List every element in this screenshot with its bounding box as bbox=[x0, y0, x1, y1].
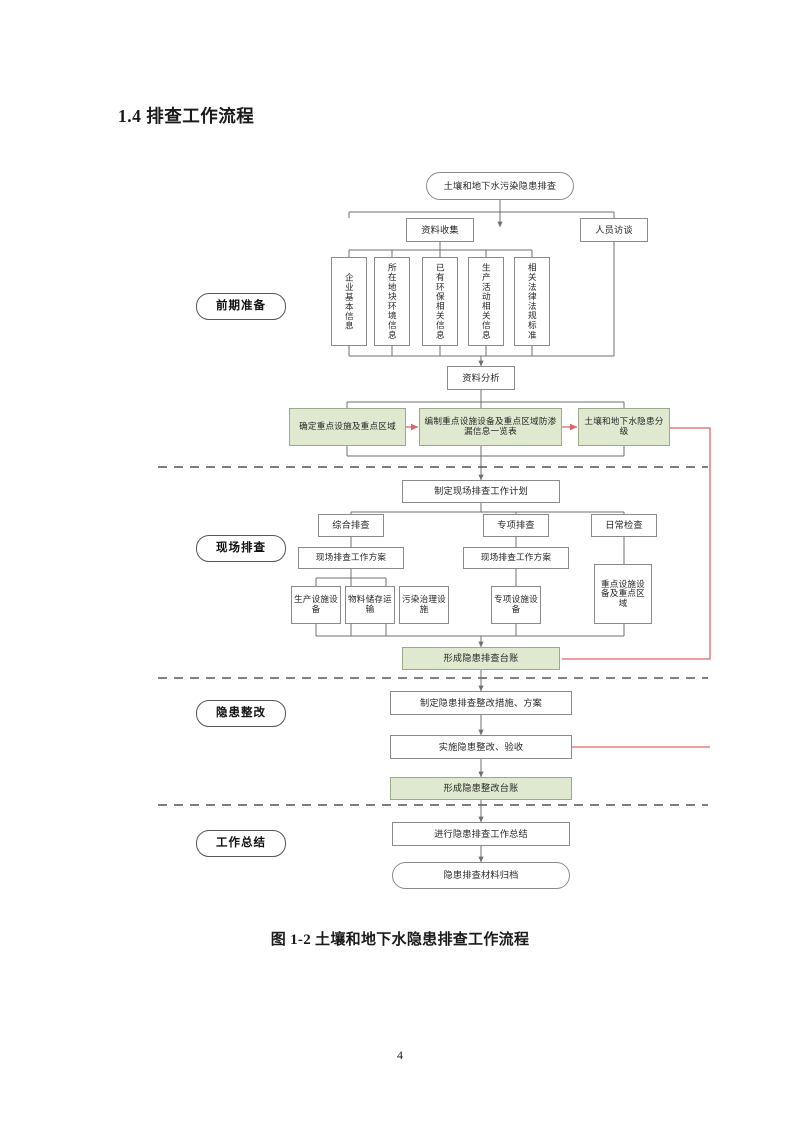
node-site-inspection-plan: 制定现场排查工作计划 bbox=[402, 480, 560, 503]
node-archive-materials: 隐患排查材料归档 bbox=[392, 862, 570, 889]
node-material-storage-transport: 物料储存运输 bbox=[345, 586, 395, 624]
node-work-summary: 进行隐患排查工作总结 bbox=[392, 822, 570, 846]
flowchart-connectors bbox=[158, 200, 711, 863]
node-site-environment-info: 所在地块环境信息 bbox=[374, 257, 410, 346]
node-special-inspection: 专项排查 bbox=[483, 514, 549, 537]
node-rectification-acceptance: 实施隐患整改、验收 bbox=[390, 735, 572, 759]
node-site-inspection-scheme-mid: 现场排查工作方案 bbox=[463, 547, 569, 569]
node-site-inspection-scheme-left: 现场排查工作方案 bbox=[298, 547, 404, 569]
figure-caption: 图 1-2 土壤和地下水隐患排查工作流程 bbox=[270, 932, 530, 948]
node-rectification-plan: 制定隐患排查整改措施、方案 bbox=[390, 691, 572, 715]
node-routine-inspection: 日常检查 bbox=[591, 514, 657, 537]
node-key-facility-and-area: 重点设施设备及重点区域 bbox=[594, 564, 652, 624]
node-compile-leakage-prevention-table: 编制重点设施设备及重点区域防渗漏信息一览表 bbox=[419, 408, 562, 446]
page-number: 4 bbox=[397, 1048, 403, 1062]
node-data-collection: 资料收集 bbox=[406, 218, 474, 242]
stage-label-rectification: 隐患整改 bbox=[196, 700, 286, 727]
stage-label-site-inspection: 现场排查 bbox=[196, 535, 286, 562]
stage-label-summary: 工作总结 bbox=[196, 830, 286, 857]
node-identify-key-facilities: 确定重点设施及重点区域 bbox=[289, 408, 406, 446]
node-special-equipment: 专项设施设备 bbox=[491, 586, 541, 624]
node-personnel-interview: 人员访谈 bbox=[580, 218, 648, 242]
node-enterprise-basic-info: 企业基本信息 bbox=[331, 257, 367, 346]
node-comprehensive-inspection: 综合排查 bbox=[318, 514, 384, 537]
node-data-analysis: 资料分析 bbox=[447, 366, 515, 390]
feedback-loop bbox=[562, 424, 711, 748]
flowchart: 前期准备 现场排查 隐患整改 工作总结 土壤和地下水污染隐患排查 资料收集 人员… bbox=[0, 150, 800, 910]
node-start: 土壤和地下水污染隐患排查 bbox=[426, 172, 574, 200]
stage-label-preparation: 前期准备 bbox=[196, 293, 286, 320]
node-hazard-grading: 土壤和地下水隐患分级 bbox=[578, 408, 670, 446]
page-title: 1.4 排查工作流程 bbox=[118, 106, 255, 126]
node-inspection-ledger: 形成隐患排查台账 bbox=[402, 647, 560, 670]
node-existing-env-protection-info: 已有环保相关信息 bbox=[422, 257, 458, 346]
node-rectification-ledger: 形成隐患整改台账 bbox=[390, 777, 572, 800]
node-pollution-control-facility: 污染治理设施 bbox=[399, 586, 449, 624]
node-production-activity-info: 生产活动相关信息 bbox=[468, 257, 504, 346]
node-laws-regulations-standards: 相关法律法规标准 bbox=[514, 257, 550, 346]
node-production-equipment: 生产设施设备 bbox=[291, 586, 341, 624]
